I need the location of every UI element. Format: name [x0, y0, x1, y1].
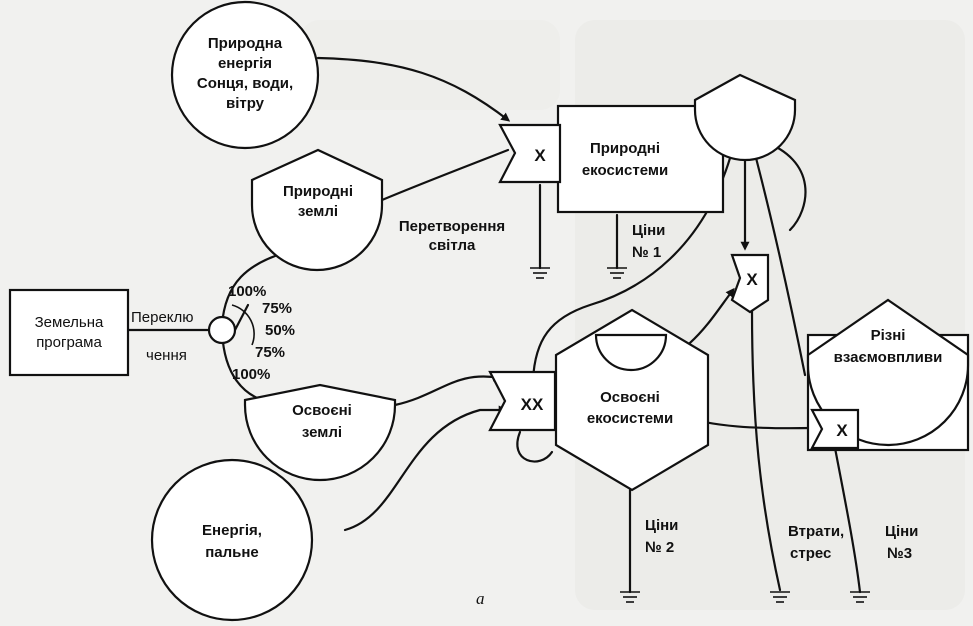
ground-symbol	[770, 591, 790, 603]
developed-ecosystems-line-2: екосистеми	[587, 410, 673, 427]
various-interactions-line-1: Різні	[871, 327, 906, 344]
multiplier-sign-interactions: X	[836, 421, 848, 440]
prices-3-line-2: №3	[887, 545, 912, 562]
multiplier-gate-interactions: X	[810, 408, 860, 450]
developed-lands-line-2: землі	[302, 424, 342, 441]
flow-developed-lands	[393, 372, 503, 407]
natural-energy-line-3: Сонця, води,	[197, 75, 293, 92]
developed-ecosystems-hexagon: Освоєні екосистеми	[554, 308, 710, 492]
natural-lands-line-2: землі	[298, 203, 338, 220]
prices-1-line-1: Ціни	[632, 222, 665, 239]
multiplier-sign-small: X	[746, 270, 758, 289]
energy-fuel-line-2: пальне	[205, 544, 259, 561]
prices-2-line-2: № 2	[645, 539, 674, 556]
land-program-box: Земельна програма	[8, 288, 130, 377]
natural-energy-line-2: енергія	[218, 55, 272, 72]
losses-line-1: Втрати,	[788, 523, 844, 540]
dial-scale	[231, 304, 255, 346]
ground-symbol	[620, 591, 640, 603]
prices-3-label: Ціни №3	[885, 523, 918, 562]
energy-fuel-line-1: Енергія,	[202, 522, 262, 539]
light-conversion-line-1: Перетворення	[399, 218, 505, 235]
prices-1-label: Ціни № 1	[632, 222, 665, 261]
various-interactions-box: Різні взаємовпливи	[806, 298, 970, 452]
multiplier-gate-developed: XX	[488, 370, 557, 432]
ground-symbol	[850, 591, 870, 603]
switch-dial: 100% 75% 50% 75% 100%	[207, 283, 295, 383]
prices-2-label: Ціни № 2	[645, 517, 678, 556]
natural-energy-source: Природна енергія Сонця, води, вітру	[170, 0, 320, 150]
multiplier-gate-small: X	[730, 253, 770, 314]
flow-storage-to-developed	[531, 145, 736, 382]
double-multiplier-sign: XX	[521, 395, 544, 414]
developed-lands-storage: Освоєні землі	[243, 383, 397, 482]
prices-1-line-2: № 1	[632, 244, 661, 261]
percent-50: 50%	[265, 322, 295, 339]
losses-line-2: стрес	[790, 545, 831, 562]
flow-xx-loop	[516, 430, 554, 463]
natural-ecosystems-storage	[693, 73, 797, 162]
natural-ecosystems-line-1: Природні	[590, 140, 660, 157]
developed-lands-line-1: Освоєні	[292, 402, 352, 419]
ground-symbols	[530, 267, 870, 603]
percent-100-bottom: 100%	[232, 366, 270, 383]
flow-lands-to-natural-ecosystems	[380, 148, 510, 202]
land-program-line-1: Земельна	[35, 314, 104, 331]
light-conversion-line-2: світла	[429, 237, 476, 254]
flow-fuel	[343, 405, 508, 532]
various-interactions-line-2: взаємовпливи	[834, 349, 943, 366]
prices-3-line-1: Ціни	[885, 523, 918, 540]
natural-ecosystems-box: Природні екосистеми	[556, 104, 725, 214]
land-program-line-2: програма	[36, 334, 102, 351]
prices-2-line-1: Ціни	[645, 517, 678, 534]
energy-fuel-source: Енергія, пальне	[150, 458, 314, 622]
multiplier-sign: X	[534, 146, 546, 165]
losses-label: Втрати, стрес	[788, 523, 844, 562]
drain-losses	[750, 308, 782, 592]
ground-symbol	[607, 267, 627, 279]
developed-ecosystems-storage	[594, 333, 668, 372]
switch-label-top: Переклю	[131, 309, 194, 326]
natural-lands-storage: Природні землі	[250, 148, 384, 272]
flow-energy-to-natural-ecosystems	[316, 56, 511, 122]
switch-label-bottom: чення	[146, 347, 187, 364]
natural-lands-line-1: Природні	[283, 183, 353, 200]
natural-energy-line-4: вітру	[226, 95, 265, 112]
developed-ecosystems-line-1: Освоєні	[600, 389, 660, 406]
percent-75-top: 75%	[262, 300, 292, 317]
multiplier-gate-natural: X	[498, 123, 562, 184]
percent-75-bottom: 75%	[255, 344, 285, 361]
flow-storage-to-interactions	[748, 133, 807, 377]
interactions-storage	[806, 298, 970, 447]
ground-symbol	[530, 267, 550, 279]
natural-ecosystems-line-2: екосистеми	[582, 162, 668, 179]
subfigure-label: а	[476, 589, 485, 608]
dial-pointer	[233, 303, 250, 332]
light-conversion-label: Перетворення світла	[399, 218, 505, 254]
percent-100-top: 100%	[228, 283, 266, 300]
drain-prices-3	[833, 446, 862, 594]
natural-energy-line-1: Природна	[208, 35, 283, 52]
